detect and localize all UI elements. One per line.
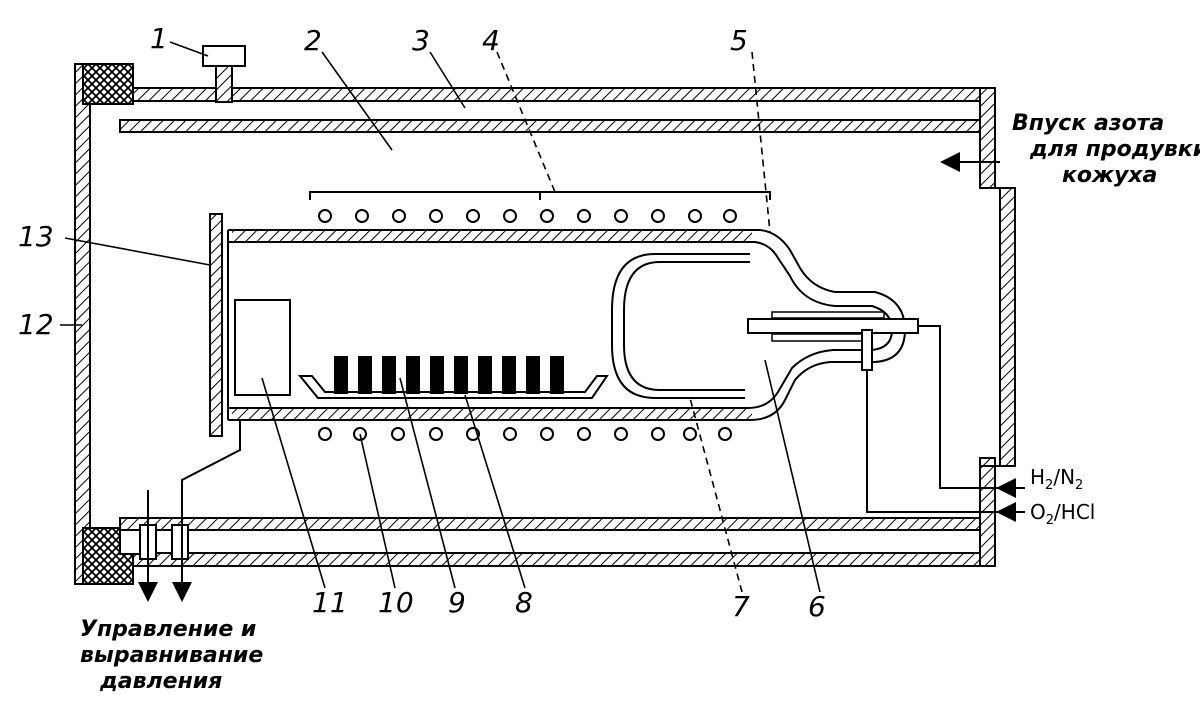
label-11: 11 (312, 586, 348, 619)
gas-injector (747, 311, 919, 371)
heater-shell (119, 119, 981, 531)
label-5: 5 (730, 24, 748, 57)
heater-coil-top (309, 191, 771, 223)
label-1: 1 (150, 22, 168, 55)
nitrogen-inlet-caption: Впуск азота для продувки кожуха (1012, 111, 1200, 188)
upper-seal (82, 63, 134, 105)
inlet-caption-line-3: кожуха (1062, 163, 1157, 188)
gas-port-h2-n2-label: H2/N2 (1030, 465, 1083, 493)
label-12: 12 (18, 308, 54, 341)
label-2: 2 (304, 24, 322, 57)
control-caption-line-2: выравнивание (80, 643, 263, 668)
closure-cap (209, 213, 223, 437)
heater-coil-bottom (318, 427, 732, 441)
label-4: 4 (482, 24, 500, 57)
control-caption-line-1: Управление и (80, 617, 256, 642)
gas-diffuser (611, 253, 750, 399)
tube-wall-bottom-hatch (232, 409, 752, 419)
wafers (334, 356, 564, 394)
inlet-caption-line-1: Впуск азота (1012, 111, 1164, 136)
label-9: 9 (448, 586, 466, 619)
label-6: 6 (808, 590, 826, 623)
gas-port-o2-hcl-label: O2/HCl (1030, 500, 1095, 528)
label-7: 7 (732, 590, 750, 623)
pressure-control-caption: Управление и выравнивание давления (80, 617, 263, 694)
vent-valve (202, 45, 246, 103)
control-caption-line-3: давления (99, 669, 222, 694)
label-8: 8 (515, 586, 533, 619)
label-10: 10 (378, 586, 414, 619)
lower-seal (82, 527, 134, 585)
inlet-caption-line-2: для продувки (1029, 137, 1200, 162)
tube-wall-top-hatch (232, 231, 752, 241)
pressure-feedthroughs (119, 420, 241, 602)
leader-lines (60, 41, 821, 593)
label-3: 3 (412, 24, 430, 57)
outer-casing (74, 63, 1016, 585)
label-13: 13 (18, 220, 54, 253)
gas-lines (866, 325, 1000, 513)
